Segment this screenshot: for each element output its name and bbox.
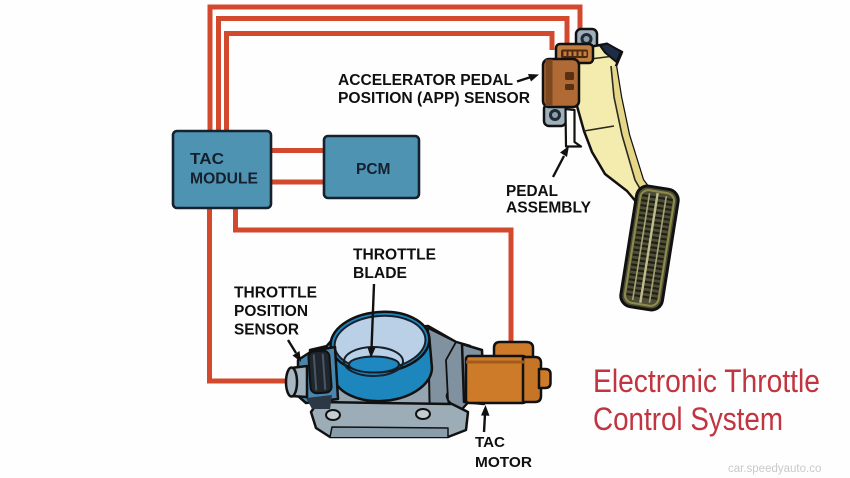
svg-text:THROTTLE: THROTTLE xyxy=(353,247,436,264)
svg-text:PCM: PCM xyxy=(356,161,391,178)
svg-text:TAC: TAC xyxy=(190,151,224,168)
svg-text:MODULE: MODULE xyxy=(190,171,258,188)
svg-text:SENSOR: SENSOR xyxy=(234,321,299,338)
svg-text:BLADE: BLADE xyxy=(353,265,407,282)
svg-text:car.speedyauto.co: car.speedyauto.co xyxy=(728,463,821,475)
svg-text:PEDAL: PEDAL xyxy=(506,183,558,200)
svg-text:Control System: Control System xyxy=(593,401,783,437)
svg-text:TAC: TAC xyxy=(475,434,505,451)
svg-text:POSITION (APP) SENSOR: POSITION (APP) SENSOR xyxy=(338,90,530,107)
svg-text:THROTTLE: THROTTLE xyxy=(234,285,317,302)
svg-text:MOTOR: MOTOR xyxy=(475,454,532,471)
svg-text:Electronic Throttle: Electronic Throttle xyxy=(593,363,820,399)
svg-text:POSITION: POSITION xyxy=(234,303,308,320)
svg-text:ASSEMBLY: ASSEMBLY xyxy=(506,200,591,217)
svg-text:ACCELERATOR PEDAL: ACCELERATOR PEDAL xyxy=(338,72,513,89)
